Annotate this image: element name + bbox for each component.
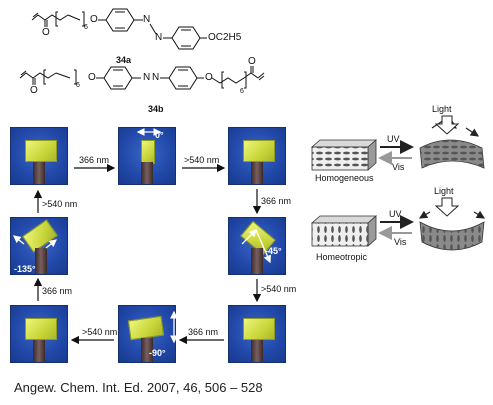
- post: [141, 338, 153, 362]
- photo-right-middle: -45°: [228, 217, 286, 275]
- uv-label-homogeneous: UV: [387, 134, 400, 144]
- ether-oxygen-34a: O: [90, 14, 98, 25]
- carbonyl-oxygen-left-34b: O: [30, 85, 38, 96]
- azo-nitrogen-2-34b: N: [152, 72, 160, 83]
- photo-left-middle: -135°: [10, 217, 68, 275]
- post: [141, 162, 153, 184]
- compound-label-34b: 34b: [148, 104, 164, 114]
- step-label: >540 nm: [184, 155, 220, 165]
- vis-label-homeotropic: Vis: [394, 237, 407, 247]
- step-label: >540 nm: [261, 284, 297, 294]
- azo-nitrogen-2-34a: N: [155, 32, 163, 43]
- homeotropic-label: Homeotropic: [316, 252, 368, 262]
- carbonyl-oxygen-right-34b: O: [248, 56, 256, 67]
- vis-label-homogeneous: Vis: [392, 162, 405, 172]
- azo-nitrogen-1-34a: N: [143, 14, 151, 25]
- film: [243, 318, 275, 340]
- homeotropic-block: [310, 215, 378, 247]
- light-label-homeotropic: Light: [434, 186, 454, 196]
- carbonyl-oxygen-34a: O: [42, 27, 50, 38]
- end-group-34a: OC2H5: [208, 32, 242, 43]
- photo-bottom-middle: -90°: [118, 305, 176, 363]
- chain-index-34a: 6: [84, 24, 88, 31]
- step-label: 366 nm: [261, 196, 292, 206]
- step-label: >540 nm: [82, 327, 118, 337]
- azo-nitrogen-1-34b: N: [143, 72, 151, 83]
- compound-label-34a: 34a: [116, 55, 132, 65]
- step-label: >540 nm: [42, 199, 78, 209]
- post: [33, 162, 45, 184]
- citation: Angew. Chem. Int. Ed. 2007, 46, 506 – 52…: [14, 380, 263, 395]
- photo-bottom-right: [228, 305, 286, 363]
- light-label-homogeneous: Light: [432, 104, 452, 114]
- ether-oxygen-right-34b: O: [205, 72, 213, 83]
- photo-top-right: [228, 127, 286, 185]
- photo-top-left: [10, 127, 68, 185]
- homogeneous-bent: [419, 119, 485, 169]
- step-label: 366 nm: [42, 286, 73, 296]
- angle-label: -90°: [149, 348, 166, 358]
- film: [25, 318, 57, 340]
- post: [251, 162, 263, 184]
- angle-label: -45°: [265, 246, 282, 256]
- post: [35, 248, 47, 274]
- photo-top-middle: 0°: [118, 127, 176, 185]
- post: [33, 340, 45, 362]
- homeotropic-bent: [418, 210, 486, 251]
- chain-index-left-34b: 6: [76, 82, 80, 89]
- post: [251, 340, 263, 362]
- step-label: 366 nm: [188, 327, 219, 337]
- uv-label-homeotropic: UV: [389, 209, 402, 219]
- step-label: 366 nm: [79, 155, 110, 165]
- chain-index-right-34b: 6: [240, 88, 244, 95]
- structure-drawing: [19, 8, 265, 90]
- film: [243, 140, 275, 162]
- angle-label: -135°: [14, 264, 36, 274]
- post: [251, 248, 263, 274]
- photo-bottom-left: [10, 305, 68, 363]
- homogeneous-label: Homogeneous: [315, 173, 374, 183]
- homogeneous-block: [310, 139, 378, 171]
- ether-oxygen-left-34b: O: [88, 72, 96, 83]
- film: [25, 140, 57, 162]
